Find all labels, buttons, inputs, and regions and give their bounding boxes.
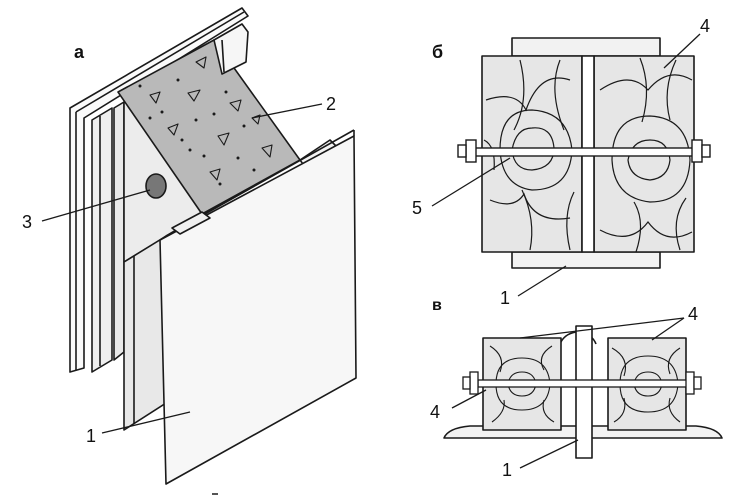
front-cap <box>171 211 211 235</box>
panel-v-leaders <box>451 317 685 469</box>
left-channel <box>91 107 113 373</box>
panel-letter-v: в <box>432 297 442 314</box>
bolt-end-v-left <box>462 376 471 390</box>
callout-v-4-top: 4 <box>688 304 698 324</box>
panel-v-section <box>443 325 723 459</box>
back-flange-edge <box>75 11 245 113</box>
panel-b-bolt <box>457 139 711 163</box>
panel-a-leaders <box>41 103 323 434</box>
callout-a-3: 3 <box>22 212 32 232</box>
nut-v-right <box>685 371 695 395</box>
leader-3 <box>41 189 151 222</box>
leader-4-top-a <box>519 317 685 339</box>
callout-a-1: 1 <box>86 426 96 446</box>
left-channel-2 <box>113 101 125 361</box>
leader-1-a <box>101 411 191 434</box>
leader-2 <box>251 103 323 119</box>
bolt-end-right <box>701 144 711 158</box>
callout-b-4: 4 <box>700 16 710 36</box>
callout-a-2: 2 <box>326 94 336 114</box>
leader-5 <box>431 157 511 207</box>
panel-b-leaders <box>431 33 701 297</box>
front-flange <box>159 135 357 485</box>
panel-letter-b: б <box>432 42 443 62</box>
leader-4-left <box>451 389 487 409</box>
top-plate-edge <box>221 39 225 73</box>
back-flange <box>69 7 249 373</box>
callout-b-1: 1 <box>500 288 510 308</box>
panel-a-column <box>69 7 357 485</box>
top-plate-right <box>213 23 249 75</box>
central-web-v <box>575 325 593 459</box>
front-flange-edge <box>159 235 167 241</box>
nut-right <box>691 139 703 163</box>
leader-1-b <box>517 265 567 297</box>
tie-rod-v <box>477 379 695 388</box>
concrete-dots <box>138 78 256 186</box>
callout-b-5: 5 <box>412 198 422 218</box>
callout-v-1: 1 <box>502 460 512 480</box>
panel-v-bolt <box>462 371 702 395</box>
bolt-hole <box>145 173 167 199</box>
leader-4-b <box>663 33 701 69</box>
bolt-end-left <box>457 144 467 158</box>
leader-1-v <box>519 439 579 469</box>
callout-v-4-left: 4 <box>430 402 440 422</box>
nut-left <box>465 139 477 163</box>
panel-letter-a: а <box>74 42 85 62</box>
leader-4-top-b <box>651 317 685 341</box>
bottom-flange <box>511 251 661 269</box>
bolt-end-v-right <box>693 376 702 390</box>
tie-rod <box>473 147 705 157</box>
concrete-aggregate <box>149 56 273 181</box>
top-flange <box>511 37 661 57</box>
nut-v-left <box>469 371 479 395</box>
